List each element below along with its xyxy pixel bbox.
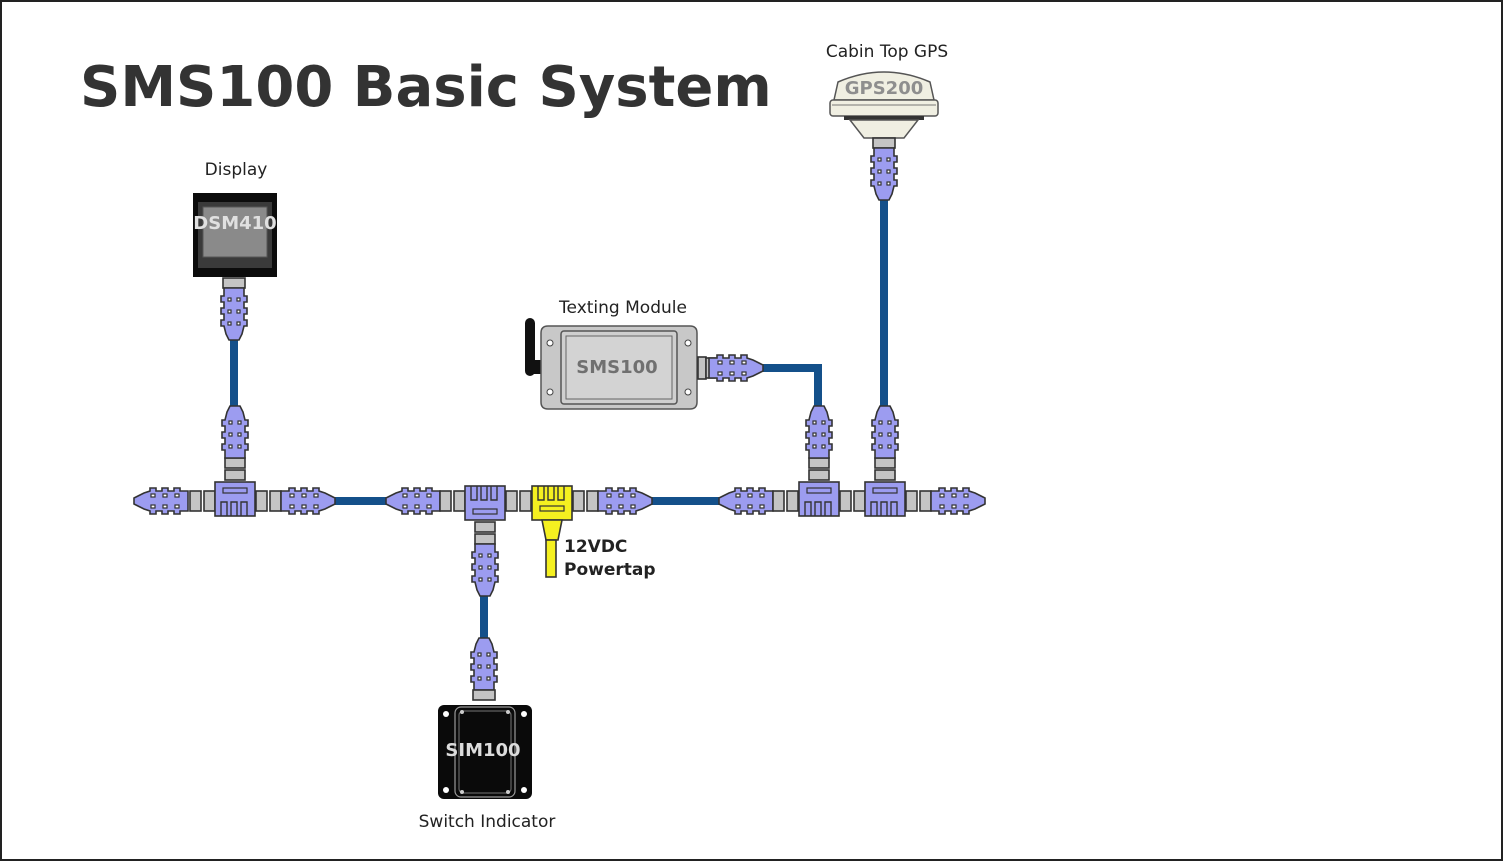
texting-caption: Texting Module [558,298,687,318]
switch-caption: Switch Indicator [419,812,556,832]
powertap-label-line2: Powertap [564,560,656,580]
gps-device-connector [870,137,898,201]
texting-drop-cable [762,364,822,410]
gps-tee-drop [871,405,899,481]
gps-tee [864,481,906,517]
texting-tee [798,481,840,517]
terminator-left [133,487,189,515]
gps-model-label: GPS200 [845,78,924,99]
page-title: SMS100 Basic System [80,55,772,120]
display-model-label: DSM410 [193,213,276,234]
switch-model-label: SIM100 [445,740,520,761]
gps-device[interactable]: GPS200 [829,71,939,139]
terminator-right [930,487,986,515]
display-tee-drop [221,405,249,481]
display-device-connector [220,277,248,341]
gps-caption: Cabin Top GPS [826,42,948,62]
texting-device[interactable]: SMS100 [525,318,698,410]
display-device[interactable]: DSM410 [193,193,277,277]
switch-tee-drop [471,521,499,597]
switch-device[interactable]: SIM100 [438,705,532,799]
powertap-tee [531,485,573,578]
powertap-label-line1: 12VDC [564,537,627,557]
texting-device-connector [697,354,764,382]
switch-tee [464,485,506,521]
texting-model-label: SMS100 [576,357,657,378]
display-caption: Display [205,160,268,180]
display-tee [214,481,256,517]
switch-device-connector [470,637,498,701]
texting-tee-drop [805,405,833,481]
